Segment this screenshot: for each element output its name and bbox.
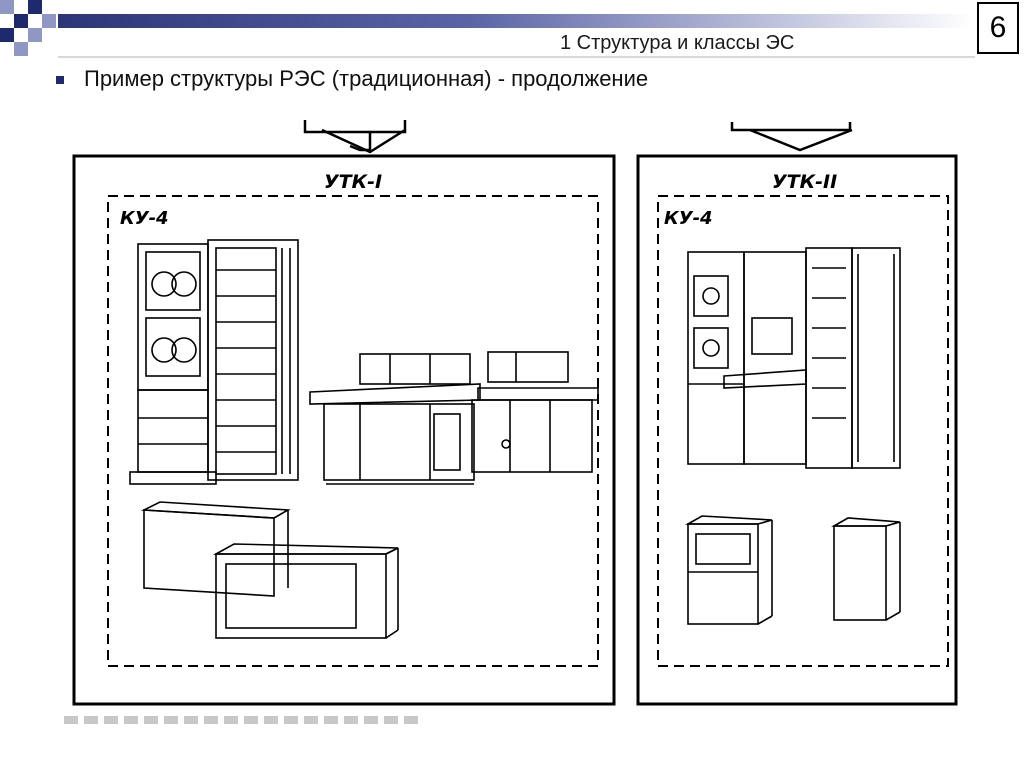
figure-caption-residue [64, 716, 424, 724]
header-decoration [0, 0, 975, 58]
bullet-text: Пример структуры РЭС (традиционная) - пр… [84, 66, 649, 91]
operator-console-1 [309, 353, 481, 485]
left-inner-dashed-frame [107, 195, 599, 667]
right-inner-dashed-frame [657, 195, 949, 667]
field-unit-2 [830, 517, 901, 621]
input-arrow-left [303, 120, 407, 154]
right-panel-title: УТК-II [772, 171, 837, 193]
instrument-box-1 [140, 501, 291, 597]
cabinet-row [687, 247, 901, 469]
equipment-structure-figure: УТК-I КУ-4 [72, 120, 958, 706]
instrument-box-2 [212, 543, 399, 639]
operator-console-2 [471, 351, 599, 473]
left-panel-inner-label: КУ-4 [120, 208, 169, 229]
bullet-item: Пример структуры РЭС (традиционная) - пр… [56, 66, 648, 92]
tape-drive-cabinet [129, 243, 217, 485]
right-panel-inner-label: КУ-4 [664, 208, 713, 229]
input-arrow-right [730, 122, 853, 152]
bullet-square-icon [56, 76, 64, 84]
right-outer-frame [636, 154, 958, 706]
left-outer-frame [72, 154, 616, 706]
section-title: 1 Структура и классы ЭС [560, 32, 795, 54]
left-panel-title: УТК-I [324, 171, 382, 193]
slide-number: 6 [977, 2, 1019, 54]
field-unit-1 [684, 515, 773, 625]
rack-cabinet [207, 239, 299, 481]
